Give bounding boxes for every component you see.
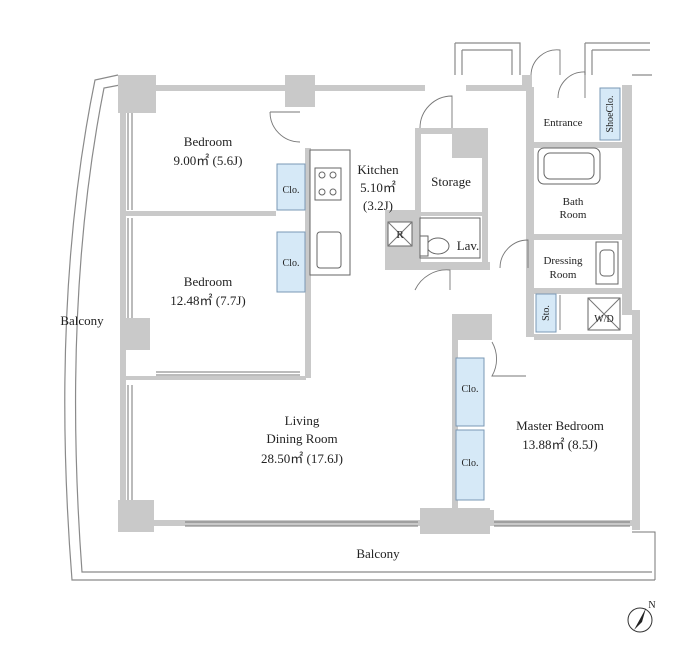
dressing-line2: Room <box>550 269 577 281</box>
bedroom2-name: Bedroom <box>184 274 232 289</box>
entrance-name: Entrance <box>543 117 582 129</box>
compass-north-label: N <box>648 600 655 611</box>
kitchen-name: Kitchen <box>357 162 399 177</box>
kitchen-area: 5.10㎡ <box>360 180 396 195</box>
dressing-fixtures <box>595 241 619 285</box>
refrigerator-label: R <box>396 229 404 241</box>
kitchen-tatami: (3.2J) <box>363 198 393 213</box>
compass: N <box>627 600 656 633</box>
master-bedroom-name: Master Bedroom <box>516 418 604 433</box>
washer-dryer: W/D <box>587 297 621 331</box>
bedroom2-area: 12.48㎡ (7.7J) <box>170 293 245 308</box>
dressing-line1: Dressing <box>543 255 583 267</box>
balcony-west-label: Balcony <box>60 313 104 328</box>
refrigerator: R <box>387 221 413 247</box>
compass-arrow-icon <box>634 608 646 630</box>
bedroom1-area: 9.00㎡ (5.6J) <box>174 153 243 168</box>
doors <box>269 49 586 377</box>
balcony-south-label: Balcony <box>356 546 400 561</box>
interior-walls <box>126 87 632 524</box>
bedroom2-closet-label: Clo. <box>283 258 300 269</box>
kitchen-fixtures <box>309 149 351 276</box>
closets: Clo. Clo. Clo. Clo. ShoeClo. Sto. <box>276 87 621 501</box>
master-closet2-label: Clo. <box>462 458 479 469</box>
bath-fixtures <box>537 147 601 185</box>
bath-line1: Bath <box>563 196 584 208</box>
storage-name: Storage <box>431 174 471 189</box>
windows <box>127 113 630 527</box>
living-area: 28.50㎡ (17.6J) <box>261 451 343 466</box>
shoe-closet-label: ShoeClo. <box>605 96 616 133</box>
bath-line2: Room <box>560 209 587 221</box>
room-labels: Bedroom 9.00㎡ (5.6J) Bedroom 12.48㎡ (7.7… <box>60 117 604 561</box>
exterior-walls <box>118 42 652 534</box>
master-closet1-label: Clo. <box>462 384 479 395</box>
master-bedroom-area: 13.88㎡ (8.5J) <box>522 437 597 452</box>
lavatory-name: Lav. <box>457 238 480 253</box>
washer-label: W/D <box>594 314 613 325</box>
storage-closet-label: Sto. <box>541 305 552 321</box>
bedroom1-name: Bedroom <box>184 134 232 149</box>
living-name-line2: Dining Room <box>266 431 337 446</box>
living-name-line1: Living <box>285 413 320 428</box>
bedroom1-closet-label: Clo. <box>283 185 300 196</box>
balcony-outline <box>64 74 656 581</box>
lavatory-fixtures <box>419 217 481 259</box>
